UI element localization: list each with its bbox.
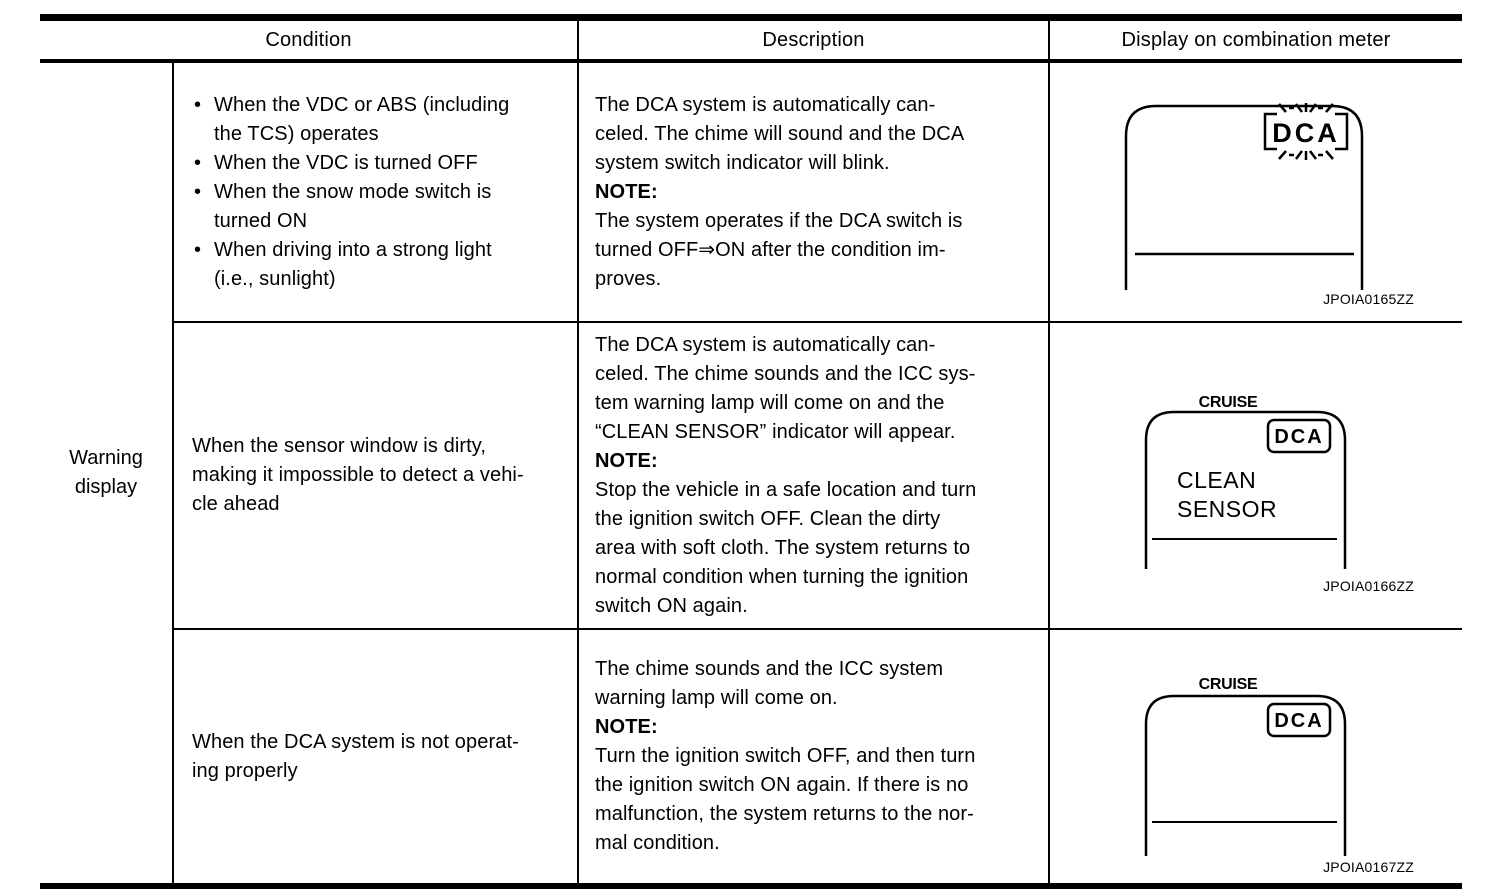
blink-marks-top <box>1278 103 1334 113</box>
description-cell: The chime sounds and the ICC system warn… <box>577 630 1048 883</box>
column-header-description: Description <box>577 21 1048 59</box>
table-row: When the DCA system is not operat- ing p… <box>172 630 1462 883</box>
condition-cell: When the sensor window is dirty, making … <box>172 323 577 628</box>
figure-caption: JPOIA0167ZZ <box>1323 859 1414 875</box>
dca-indicator-box <box>1266 418 1332 454</box>
dca-indicator-label: DCA <box>1274 710 1323 732</box>
cruise-label: CRUISE <box>1199 394 1258 411</box>
figure-caption: JPOIA0166ZZ <box>1323 578 1414 594</box>
display-cell: DCA JPOIA0165ZZ <box>1048 63 1462 321</box>
warning-display-table: Condition Description Display on combina… <box>40 14 1462 889</box>
bullet-icon: • <box>194 93 202 116</box>
meter-outline <box>1144 410 1347 569</box>
note-text: Stop the vehicle in a safe location and … <box>595 478 977 617</box>
column-header-display: Display on combination meter <box>1048 21 1462 59</box>
table-body: Warning display • When the VDC or ABS (i… <box>40 63 1462 889</box>
condition-bullet: • When the VDC is turned OFF <box>192 149 567 178</box>
figure-caption: JPOIA0165ZZ <box>1323 291 1414 307</box>
condition-bullet: • When driving into a strong light (i.e.… <box>192 236 567 294</box>
cruise-label: CRUISE <box>1199 676 1258 693</box>
meter-message-line1: CLEAN <box>1177 467 1256 493</box>
table-row: When the sensor window is dirty, making … <box>172 323 1462 630</box>
condition-bullet: • When the snow mode switch is turned ON <box>192 178 567 236</box>
row-group-label-warning-display: Warning display <box>69 447 143 498</box>
dca-indicator-label: DCA <box>1274 426 1323 448</box>
condition-bullet-text: When the snow mode switch is turned ON <box>214 180 492 232</box>
display-cell: CRUISE DCA CLEAN SENSOR JPOIA0166ZZ <box>1048 323 1462 628</box>
meter-message-line2: SENSOR <box>1177 496 1277 522</box>
condition-text: When the sensor window is dirty, making … <box>192 435 524 515</box>
condition-cell: • When the VDC or ABS (including the TCS… <box>172 63 577 321</box>
combination-meter-figure-dca: CRUISE DCA JPOIA0167ZZ <box>1144 676 1414 875</box>
display-cell: CRUISE DCA JPOIA0167ZZ <box>1048 630 1462 883</box>
bullet-icon: • <box>194 238 202 261</box>
table-rows: • When the VDC or ABS (including the TCS… <box>172 63 1462 883</box>
note-label: NOTE: <box>595 716 658 738</box>
description-text: The chime sounds and the ICC system warn… <box>595 658 944 709</box>
condition-text: When the DCA system is not operat- ing p… <box>192 730 519 782</box>
meter-outline <box>1124 104 1364 290</box>
dca-indicator-label: DCA <box>1272 118 1340 148</box>
description-cell: The DCA system is automatically can- cel… <box>577 323 1048 628</box>
table-header-row: Condition Description Display on combina… <box>40 14 1462 63</box>
note-text: The system operates if the DCA switch is… <box>595 209 963 290</box>
note-label: NOTE: <box>595 180 658 203</box>
bullet-icon: • <box>194 151 202 174</box>
dca-indicator-box <box>1266 702 1332 738</box>
description-text: The DCA system is automatically can- cel… <box>595 333 976 443</box>
table-row: • When the VDC or ABS (including the TCS… <box>172 63 1462 323</box>
description-text: The DCA system is automatically can- cel… <box>595 93 965 174</box>
blink-marks-bottom <box>1278 150 1334 160</box>
note-text: Turn the ignition switch OFF, and then t… <box>595 745 976 854</box>
condition-cell: When the DCA system is not operat- ing p… <box>172 630 577 883</box>
dca-indicator-box-brackets <box>1263 112 1349 151</box>
condition-bullet: • When the VDC or ABS (including the TCS… <box>192 91 567 149</box>
condition-bullet-text: When the VDC or ABS (including the TCS) … <box>214 93 510 145</box>
description-cell: The DCA system is automatically can- cel… <box>577 63 1048 321</box>
column-header-condition: Condition <box>265 28 352 51</box>
combination-meter-figure-clean-sensor: CRUISE DCA CLEAN SENSOR JPOIA0166ZZ <box>1144 394 1414 594</box>
condition-bullet-text: When the VDC is turned OFF <box>214 151 478 174</box>
condition-bullet-text: When driving into a strong light (i.e., … <box>214 238 492 290</box>
meter-outline <box>1144 694 1347 856</box>
combination-meter-figure-blinking-dca: DCA JPOIA0165ZZ <box>1124 103 1414 307</box>
note-label: NOTE: <box>595 449 658 472</box>
bullet-icon: • <box>194 180 202 203</box>
